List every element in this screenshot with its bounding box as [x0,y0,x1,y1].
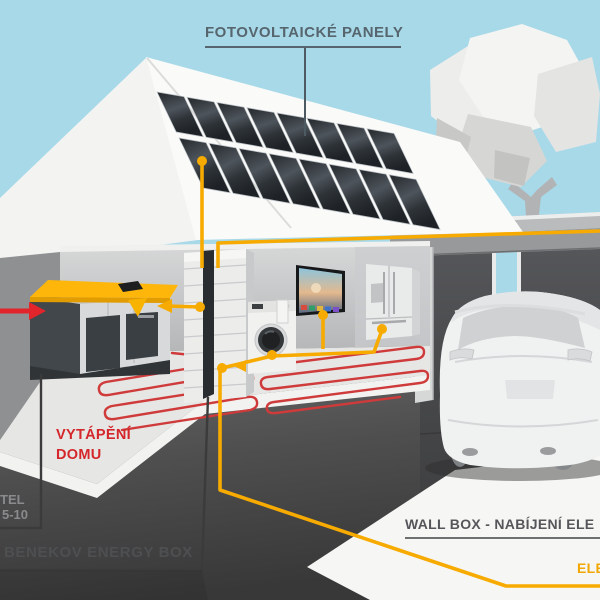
garage-opening-sky [496,246,517,294]
car [425,291,600,481]
wire-junction-dots [157,156,387,373]
label-pointer-lines [0,374,210,572]
heating-arrow [0,302,46,320]
house [0,57,523,354]
energy-box-label: BENEKOV ENERGY BOX [4,544,193,561]
washing-machine [248,300,296,374]
electric-wiring [167,162,600,588]
boiler [30,280,178,380]
tv [296,265,345,316]
boiler-display [118,281,143,292]
tree [430,24,600,232]
boiler-model-label-fragment-1: TEL [0,492,25,507]
heating-label: VYTÁPĚNÍ DOMU [56,425,131,465]
heating-label-line2: DOMU [56,447,102,463]
heating-label-line1: VYTÁPĚNÍ [56,427,131,443]
wire-ceiling-run [216,229,600,268]
wire-to-wallbox [218,368,600,588]
battery-center-stripe [203,250,214,399]
solar-panel-array [156,91,441,230]
tv-app-tiles [301,305,339,312]
wall-box-label: WALL BOX - NABÍJENÍ ELE [405,516,595,532]
wall-control-box [276,299,289,324]
boiler-label-pointer [0,374,43,530]
energybox-label-pointer [0,396,210,572]
fridge-dispenser [371,283,383,303]
electric-label-fragment: ELE [577,560,600,576]
solar-panels-label: FOTOVOLTAICKÉ PANELY [205,24,403,48]
wallbox-platform [307,453,600,600]
refrigerator [365,264,420,340]
boiler-model-label-fragment-2: 5-10 [1,507,28,522]
wall-box-label-underline [405,537,600,539]
arrow-into-battery [234,360,246,372]
boiler-top [30,280,178,298]
floor [0,346,430,484]
wire-battery-to-boiler [167,304,200,309]
arrow-into-boiler [157,299,172,313]
wire-floor-circuit [221,329,384,370]
